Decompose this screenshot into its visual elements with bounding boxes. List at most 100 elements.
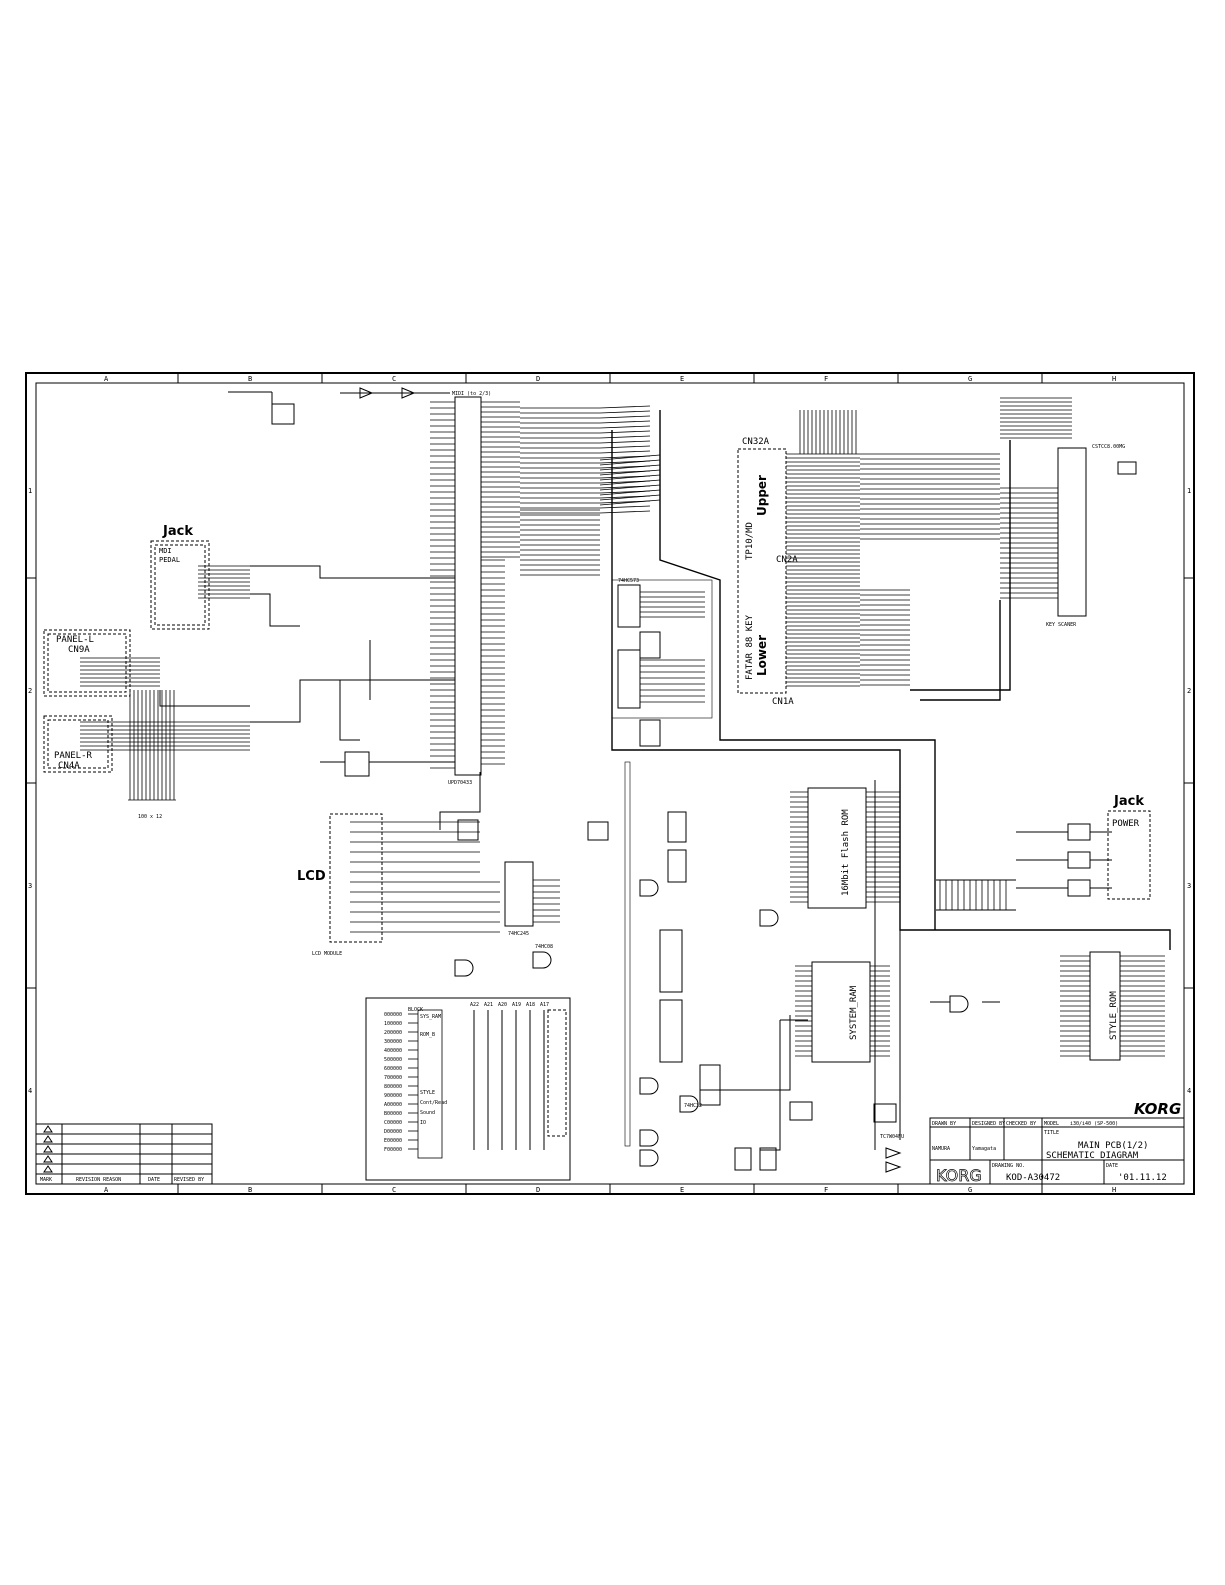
- svg-text:DATE: DATE: [148, 1177, 160, 1183]
- drawn-name: NAMURA: [932, 1146, 950, 1152]
- revision-table: MARK REVISION REASON DATE REVISED BY: [35, 1123, 213, 1185]
- wire: [599, 454, 661, 461]
- and-gate: [759, 909, 779, 927]
- wire: [599, 405, 651, 409]
- wire: [599, 440, 651, 444]
- and-gate: [532, 951, 552, 969]
- svg-text:MARK: MARK: [40, 1177, 52, 1183]
- panel-r-box: [43, 715, 113, 773]
- row-label-left: 3: [28, 882, 32, 890]
- date-label: DATE: [1106, 1163, 1118, 1169]
- and-gate: [639, 1129, 659, 1147]
- col-label-bottom: C: [392, 1186, 396, 1194]
- wire: [599, 425, 651, 429]
- designed-by-label: DESIGNED BY: [972, 1121, 1005, 1127]
- or-gate-ic: [659, 929, 683, 993]
- cpu-ic: [454, 396, 482, 776]
- memory-map-row-address: E00000: [384, 1138, 402, 1144]
- address-bus: [520, 405, 661, 576]
- memory-map-row-address: A00000: [384, 1102, 402, 1108]
- memory-map-block-label: BLOCK: [408, 1007, 423, 1013]
- date-value: '01.11.12: [1118, 1173, 1167, 1183]
- buffer-ic-part: 74HC245: [508, 931, 529, 937]
- cpu-left-pins: [430, 401, 455, 769]
- col-label-bottom: G: [968, 1186, 972, 1194]
- outer-frame: [25, 372, 1195, 1195]
- col-label-bottom: F: [824, 1186, 828, 1194]
- or-gate: [949, 995, 969, 1013]
- col-label-bottom: H: [1112, 1186, 1116, 1194]
- oscillator: [1117, 461, 1137, 475]
- korg-logo-outline: KORG: [936, 1166, 982, 1185]
- midi-net-label: MIDI (to 2/3): [452, 391, 491, 397]
- memory-map-col-header: A20: [498, 1002, 507, 1008]
- memory-map-table: [365, 997, 571, 1181]
- memory-map-col-header: A19: [512, 1002, 521, 1008]
- wire: [599, 489, 661, 496]
- fatar-label: FATAR 88 KEY: [745, 614, 755, 680]
- model-label: MODEL: [1044, 1121, 1059, 1127]
- osc-label: CSTCC8.00MG: [1092, 444, 1125, 450]
- wire: [599, 499, 661, 506]
- designed-name: Yamagata: [972, 1146, 996, 1152]
- col-label-top: D: [536, 375, 540, 383]
- wire: [599, 450, 651, 454]
- col-label-top: G: [968, 375, 972, 383]
- wire: [599, 469, 661, 476]
- checked-by-label: CHECKED BY: [1006, 1121, 1036, 1127]
- cn2a-label: CN2A: [776, 555, 798, 565]
- memory-map-row-address: 700000: [384, 1075, 402, 1081]
- r-array-label: 100 x 12: [138, 814, 162, 820]
- latch-ic: [639, 719, 661, 747]
- panel-r-pins: [80, 721, 250, 751]
- power-label: POWER: [1112, 819, 1140, 829]
- svg-text:SYS_RAM: SYS_RAM: [420, 1014, 441, 1020]
- memory-map-row-address: 500000: [384, 1057, 402, 1063]
- memory-map-col-header: A22: [470, 1002, 479, 1008]
- svg-text:REVISION REASON: REVISION REASON: [76, 1177, 121, 1183]
- row-label-right: 2: [1187, 687, 1191, 695]
- memory-map-row-address: C00000: [384, 1120, 402, 1126]
- or-gate: [639, 1077, 659, 1095]
- system-ram-ic: [811, 961, 871, 1063]
- latch-ic: [617, 584, 641, 628]
- drawing-no: KOD-A30472: [1006, 1173, 1060, 1183]
- capacitor-bank: [936, 879, 1016, 911]
- wire: [599, 479, 661, 486]
- panel-l-box: [43, 629, 131, 697]
- svg-text:Sound: Sound: [420, 1110, 435, 1116]
- and-gate: [454, 959, 474, 977]
- upper-label: Upper: [755, 475, 769, 516]
- memory-map-row-address: 300000: [384, 1039, 402, 1045]
- col-label-bottom: D: [536, 1186, 540, 1194]
- inverter-gate: [885, 1161, 902, 1173]
- memory-map-rows: 0000001000002000003000004000005000006000…: [384, 1012, 418, 1153]
- row-label-left: 4: [28, 1087, 32, 1095]
- memory-map-col-header: A17: [540, 1002, 549, 1008]
- grid-column-markers: A B C D E F G H A B C D E F G H: [104, 373, 1116, 1194]
- buffer-ic: [504, 861, 534, 927]
- memory-map-row-address: 600000: [384, 1066, 402, 1072]
- cn32a-label: CN32A: [742, 437, 770, 447]
- lcd-label: LCD: [297, 869, 326, 884]
- latch-ic: [617, 649, 641, 709]
- wire: [599, 445, 651, 449]
- memory-map-col-header: A18: [526, 1002, 535, 1008]
- or-gate: [679, 1095, 699, 1113]
- panel-l-pins: [80, 657, 160, 687]
- style-rom-pins: [1060, 955, 1165, 1057]
- svg-text:STYLE: STYLE: [420, 1090, 435, 1096]
- lcd-connector-box: [329, 813, 383, 943]
- row-label-right: 4: [1187, 1087, 1191, 1095]
- jack-right-label: Jack: [1113, 794, 1144, 809]
- jack-left-label: Jack: [162, 524, 193, 539]
- wire: [599, 505, 651, 509]
- drawn-by-label: DRAWN BY: [932, 1121, 956, 1127]
- cpu-part: UPD70433: [448, 780, 472, 786]
- latch-group: [611, 579, 713, 719]
- wire: [599, 435, 651, 439]
- memory-map-row-address: 200000: [384, 1030, 402, 1036]
- wire: [599, 510, 651, 514]
